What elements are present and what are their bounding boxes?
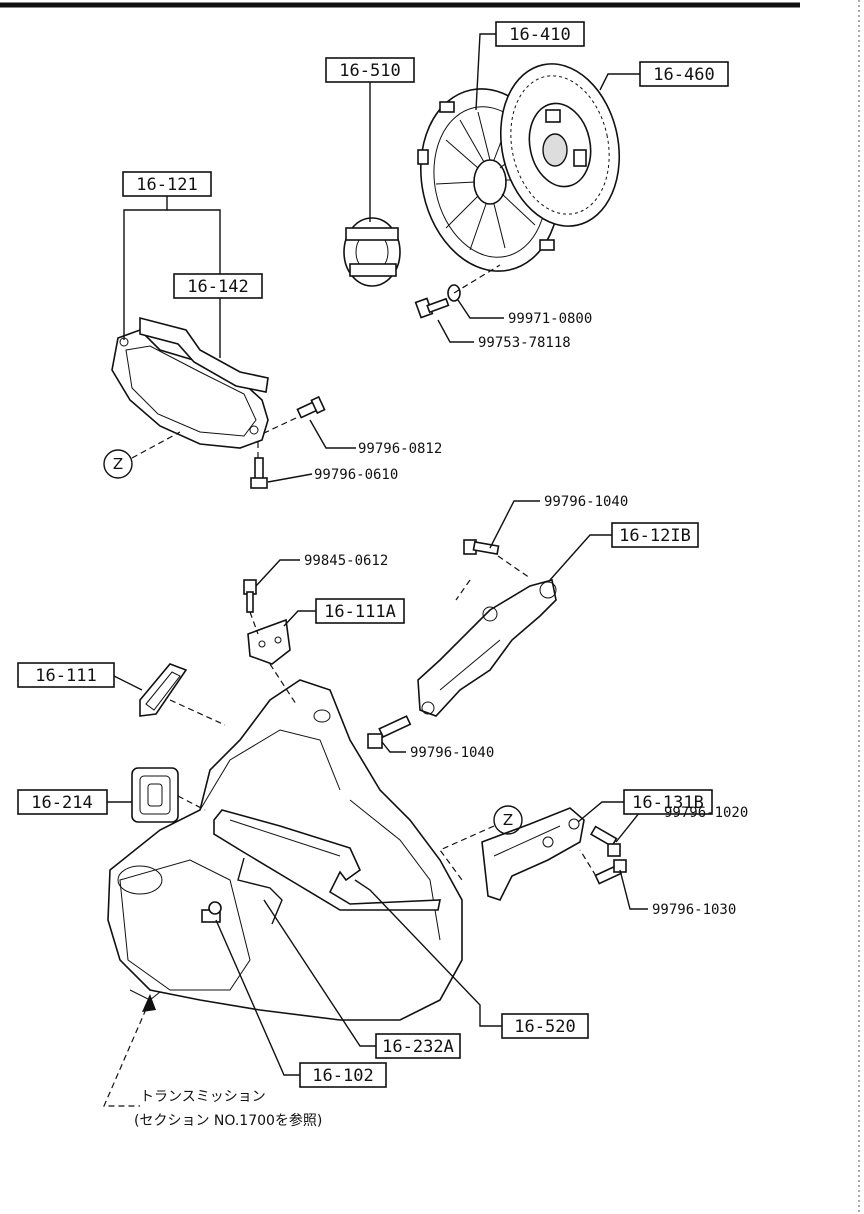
seal-16-111-drawing (139, 663, 188, 717)
label-16-520: 16-520 (501, 1013, 589, 1039)
label-16-142: 16-142 (173, 273, 263, 299)
label-16-111A: 16-111A (315, 598, 405, 624)
clutch-housing-cover-drawing (111, 329, 269, 449)
release-bearing-drawing (343, 217, 401, 287)
label-16-111-text: 16-111 (35, 666, 96, 686)
label-16-520-text: 16-520 (514, 1017, 575, 1037)
bolt-99796-1040-upper (463, 539, 500, 555)
boot-16-214-drawing (131, 767, 179, 823)
fastener-99796-1040-lower: 99796-1040 (410, 745, 494, 761)
label-16-111A-text: 16-111A (324, 602, 396, 622)
bolt-99796-1040-lower (367, 715, 412, 749)
fastener-99753-78118: 99753-78118 (478, 335, 571, 351)
note-transmission: トランスミッション (140, 1089, 266, 1105)
label-16-410-text: 16-410 (509, 25, 570, 45)
label-16-111: 16-111 (17, 662, 115, 688)
bolt-99796-0610 (250, 457, 268, 489)
label-16-510-text: 16-510 (339, 61, 400, 81)
label-16-510: 16-510 (325, 57, 415, 83)
fastener-99845-0612: 99845-0612 (304, 553, 388, 569)
bracket-16-131B-drawing (481, 807, 585, 901)
cover-seal-drawing (139, 316, 269, 393)
label-16-121: 16-121 (122, 171, 212, 197)
label-16-460: 16-460 (639, 61, 729, 87)
release-spring-drawing (237, 857, 283, 925)
zone-marker-lower-label: Z (503, 811, 513, 829)
release-fork-drawing (213, 809, 441, 911)
label-16-460-text: 16-460 (653, 65, 714, 85)
note-see-section: (セクション NO.1700を参照) (134, 1112, 322, 1129)
fastener-99796-1040-upper: 99796-1040 (544, 494, 628, 510)
bolt-99796-1020 (590, 825, 621, 857)
label-16-102-text: 16-102 (312, 1066, 373, 1086)
zone-marker-upper-label: Z (113, 455, 123, 473)
bolt-99845-0612 (243, 579, 257, 613)
label-16-214: 16-214 (17, 789, 108, 815)
clutch-disc-drawing (499, 63, 621, 227)
label-16-102: 16-102 (299, 1062, 387, 1088)
zone-marker-lower: Z (493, 805, 523, 835)
label-16-121B-text: 16-12IB (619, 526, 691, 546)
label-16-121B: 16-12IB (611, 522, 699, 548)
fastener-99796-0610: 99796-0610 (314, 467, 398, 483)
label-16-232A-text: 16-232A (382, 1037, 454, 1057)
label-16-131B: 16-131B (623, 789, 713, 815)
zone-marker-upper: Z (103, 449, 133, 479)
transmission-arrow (103, 994, 156, 1107)
plate-16-111A-drawing (247, 618, 291, 665)
label-16-131B-text: 16-131B (632, 793, 704, 813)
fastener-99971-0800: 99971-0800 (508, 311, 592, 327)
bracket-16-121B-drawing (417, 579, 557, 717)
label-16-142-text: 16-142 (187, 277, 248, 297)
bolt-99753-78118 (414, 297, 450, 319)
pivot-pin-drawing (201, 901, 222, 923)
label-16-121-text: 16-121 (136, 175, 197, 195)
fastener-99796-1020: 99796-1020 (664, 805, 748, 821)
label-16-214-text: 16-214 (31, 793, 92, 813)
bolt-99796-0812 (296, 395, 326, 419)
bolt-99796-1030 (594, 859, 627, 885)
fastener-99796-1030: 99796-1030 (652, 902, 736, 918)
label-16-410: 16-410 (495, 21, 585, 47)
fastener-99796-0812: 99796-0812 (358, 441, 442, 457)
label-16-232A: 16-232A (375, 1033, 461, 1059)
